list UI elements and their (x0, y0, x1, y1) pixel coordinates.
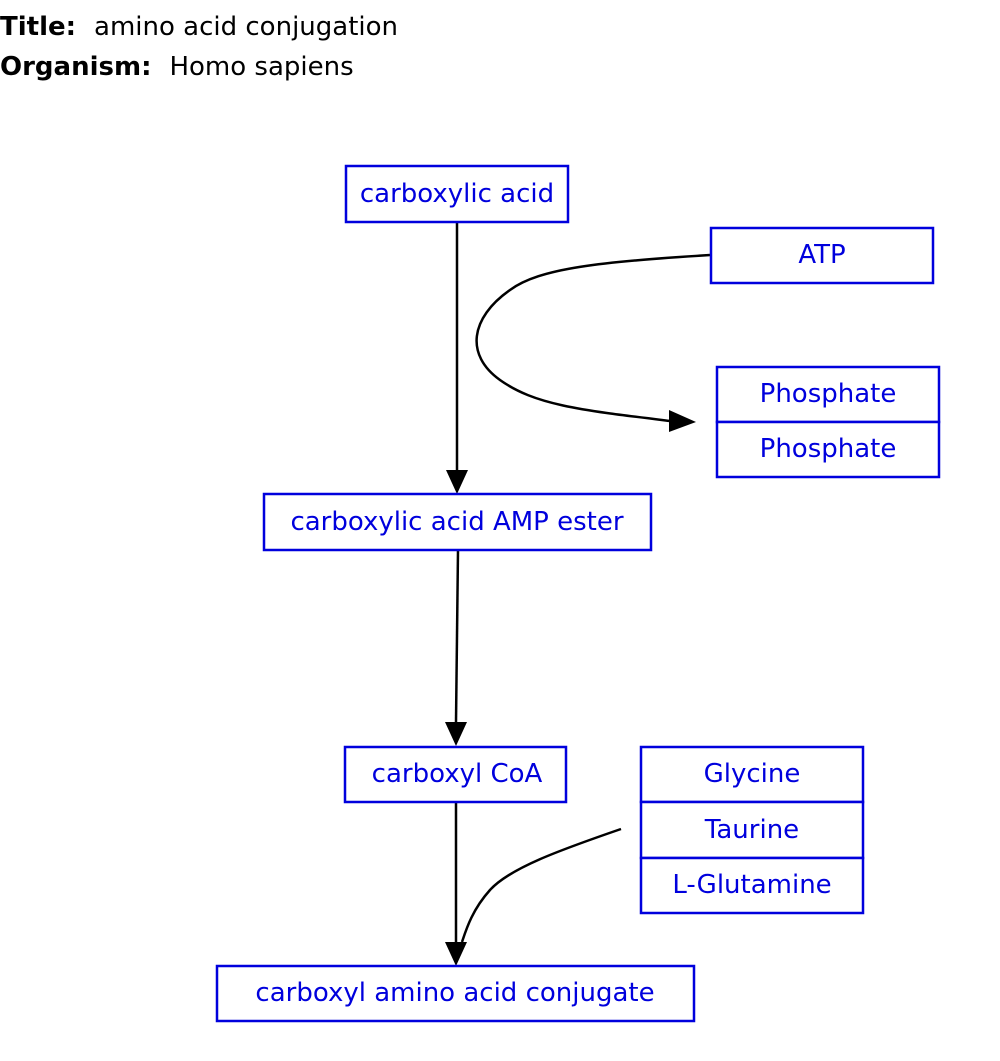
node-label: carboxylic acid AMP ester (290, 507, 623, 537)
node-label: carboxyl CoA (372, 759, 543, 789)
arrowhead-amp-ester (446, 470, 468, 494)
node-label: Glycine (704, 759, 801, 789)
edge-amino-acids-to-conjugate (460, 827, 622, 943)
title-value: amino acid conjugation (94, 12, 399, 42)
organism-row: Organism: Homo sapiens (0, 52, 354, 82)
node-phosphate-group[interactable]: Phosphate Phosphate (715, 365, 941, 479)
organism-key: Organism: (0, 52, 152, 82)
node-carboxylic-acid[interactable]: carboxylic acid (344, 164, 570, 224)
title-key: Title: (0, 12, 77, 42)
node-conjugate[interactable]: carboxyl amino acid conjugate (215, 964, 696, 1023)
node-label: carboxyl amino acid conjugate (255, 978, 654, 1008)
arrowhead-conjugate (445, 942, 467, 966)
node-label: Phosphate (760, 434, 897, 464)
organism-value: Homo sapiens (169, 52, 354, 82)
arrowhead-phosphate (669, 410, 696, 432)
node-amino-acid-group[interactable]: Glycine Taurine L-Glutamine (639, 745, 865, 915)
node-label: Taurine (704, 815, 799, 845)
node-label: L-Glutamine (672, 870, 831, 900)
arrowhead-coa (445, 722, 467, 746)
node-label: ATP (798, 240, 845, 270)
diagram-title-row: Title: amino acid conjugation (0, 12, 398, 42)
edge-amp-ester-to-coa (454, 549, 460, 723)
node-carboxyl-coa[interactable]: carboxyl CoA (343, 745, 568, 804)
node-label: Phosphate (760, 379, 897, 409)
node-label: carboxylic acid (360, 179, 554, 209)
node-amp-ester[interactable]: carboxylic acid AMP ester (262, 492, 653, 552)
edge-atp-to-phosphate (475, 253, 711, 423)
node-atp[interactable]: ATP (709, 226, 935, 285)
